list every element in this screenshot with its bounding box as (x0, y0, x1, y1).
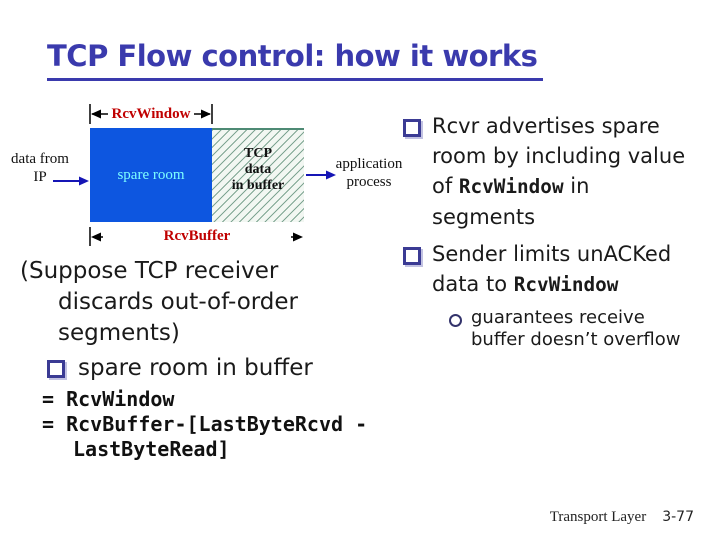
mono-line: LastByteRead] (73, 437, 230, 461)
data-from-line: IP (33, 169, 47, 185)
app-process-line: application (335, 156, 403, 172)
footer: Transport Layer 3-77 (550, 509, 694, 526)
rcv-buffer-label: RcvBuffer (163, 228, 231, 244)
bullet-item-rcvr-advertises: Rcvr advertises spare room by including … (403, 111, 711, 232)
footer-page-number: 3-77 (662, 509, 694, 525)
footer-section: Transport Layer (549, 509, 647, 525)
suppose-line: (Suppose TCP receiver (20, 258, 279, 284)
tcp-data-region: TCP data in buffer (212, 128, 304, 222)
tcp-data-label-line: in buffer (231, 178, 285, 193)
bullet-line: room by including value (432, 141, 685, 171)
spare-room-label: spare room (117, 166, 185, 183)
bullet-circle-icon (449, 314, 462, 327)
bullet-line-text: of (432, 174, 459, 198)
suppose-line: segments) (58, 320, 180, 346)
bullet-line-text: data to (432, 272, 514, 296)
application-process-label: application process (327, 155, 411, 191)
bullet-line: of RcvWindow in (432, 171, 685, 202)
bullet-square-icon (47, 360, 65, 378)
app-process-line: process (346, 174, 392, 190)
spare-room-region: spare room (90, 128, 212, 222)
suppose-note: (Suppose TCP receiver discards out-of-or… (20, 256, 298, 349)
sub-bullet-guarantees: guarantees receive buffer doesn’t overfl… (449, 307, 711, 351)
bullet-line: Rcvr advertises spare (432, 111, 685, 141)
data-from-ip-label: data from IP (0, 150, 80, 186)
tcp-data-label-line: TCP (244, 146, 272, 161)
bullet-line-text: in (563, 174, 590, 198)
bullet-line-text: Sender limits unACKed (432, 242, 672, 266)
bullet-item-spare-room: spare room in buffer (47, 353, 313, 383)
rcv-window-label-text: RcvWindow (107, 106, 195, 122)
bullet-item-sender-limits: Sender limits unACKed data to RcvWindow (403, 239, 711, 300)
bullet-square-icon (403, 247, 421, 265)
suppose-line: discards out-of-order (58, 289, 299, 315)
bullet-line-text: Rcvr advertises spare (432, 114, 660, 138)
mono-equations: = RcvWindow = RcvBuffer-[LastByteRcvd - … (42, 387, 367, 462)
mono-line: = RcvWindow (42, 387, 175, 411)
bullet-line: Sender limits unACKed (432, 239, 671, 269)
bullet-line-text: room by including value (432, 144, 686, 168)
bullet-line-text: segments (432, 205, 536, 229)
inline-code-rcvwindow: RcvWindow (458, 175, 564, 198)
tcp-data-label-line: data (244, 162, 272, 177)
mono-line: = RcvBuffer-[LastByteRcvd - (42, 412, 368, 436)
inline-code-rcvwindow: RcvWindow (513, 273, 619, 296)
bullet-line: data to RcvWindow (432, 269, 671, 300)
data-from-line: data from (11, 151, 69, 167)
sub-bullet-line: guarantees receive (471, 307, 645, 328)
page-title: TCP Flow control: how it works (47, 38, 544, 81)
bullet-spare-room-text: spare room in buffer (78, 355, 313, 381)
bullet-line: segments (432, 202, 685, 232)
sub-bullet-line: buffer doesn’t overflow (471, 329, 681, 350)
bullet-square-icon (403, 119, 421, 137)
rcv-window-label: RcvWindow (90, 103, 212, 123)
right-column: Rcvr advertises spare room by including … (403, 111, 711, 351)
